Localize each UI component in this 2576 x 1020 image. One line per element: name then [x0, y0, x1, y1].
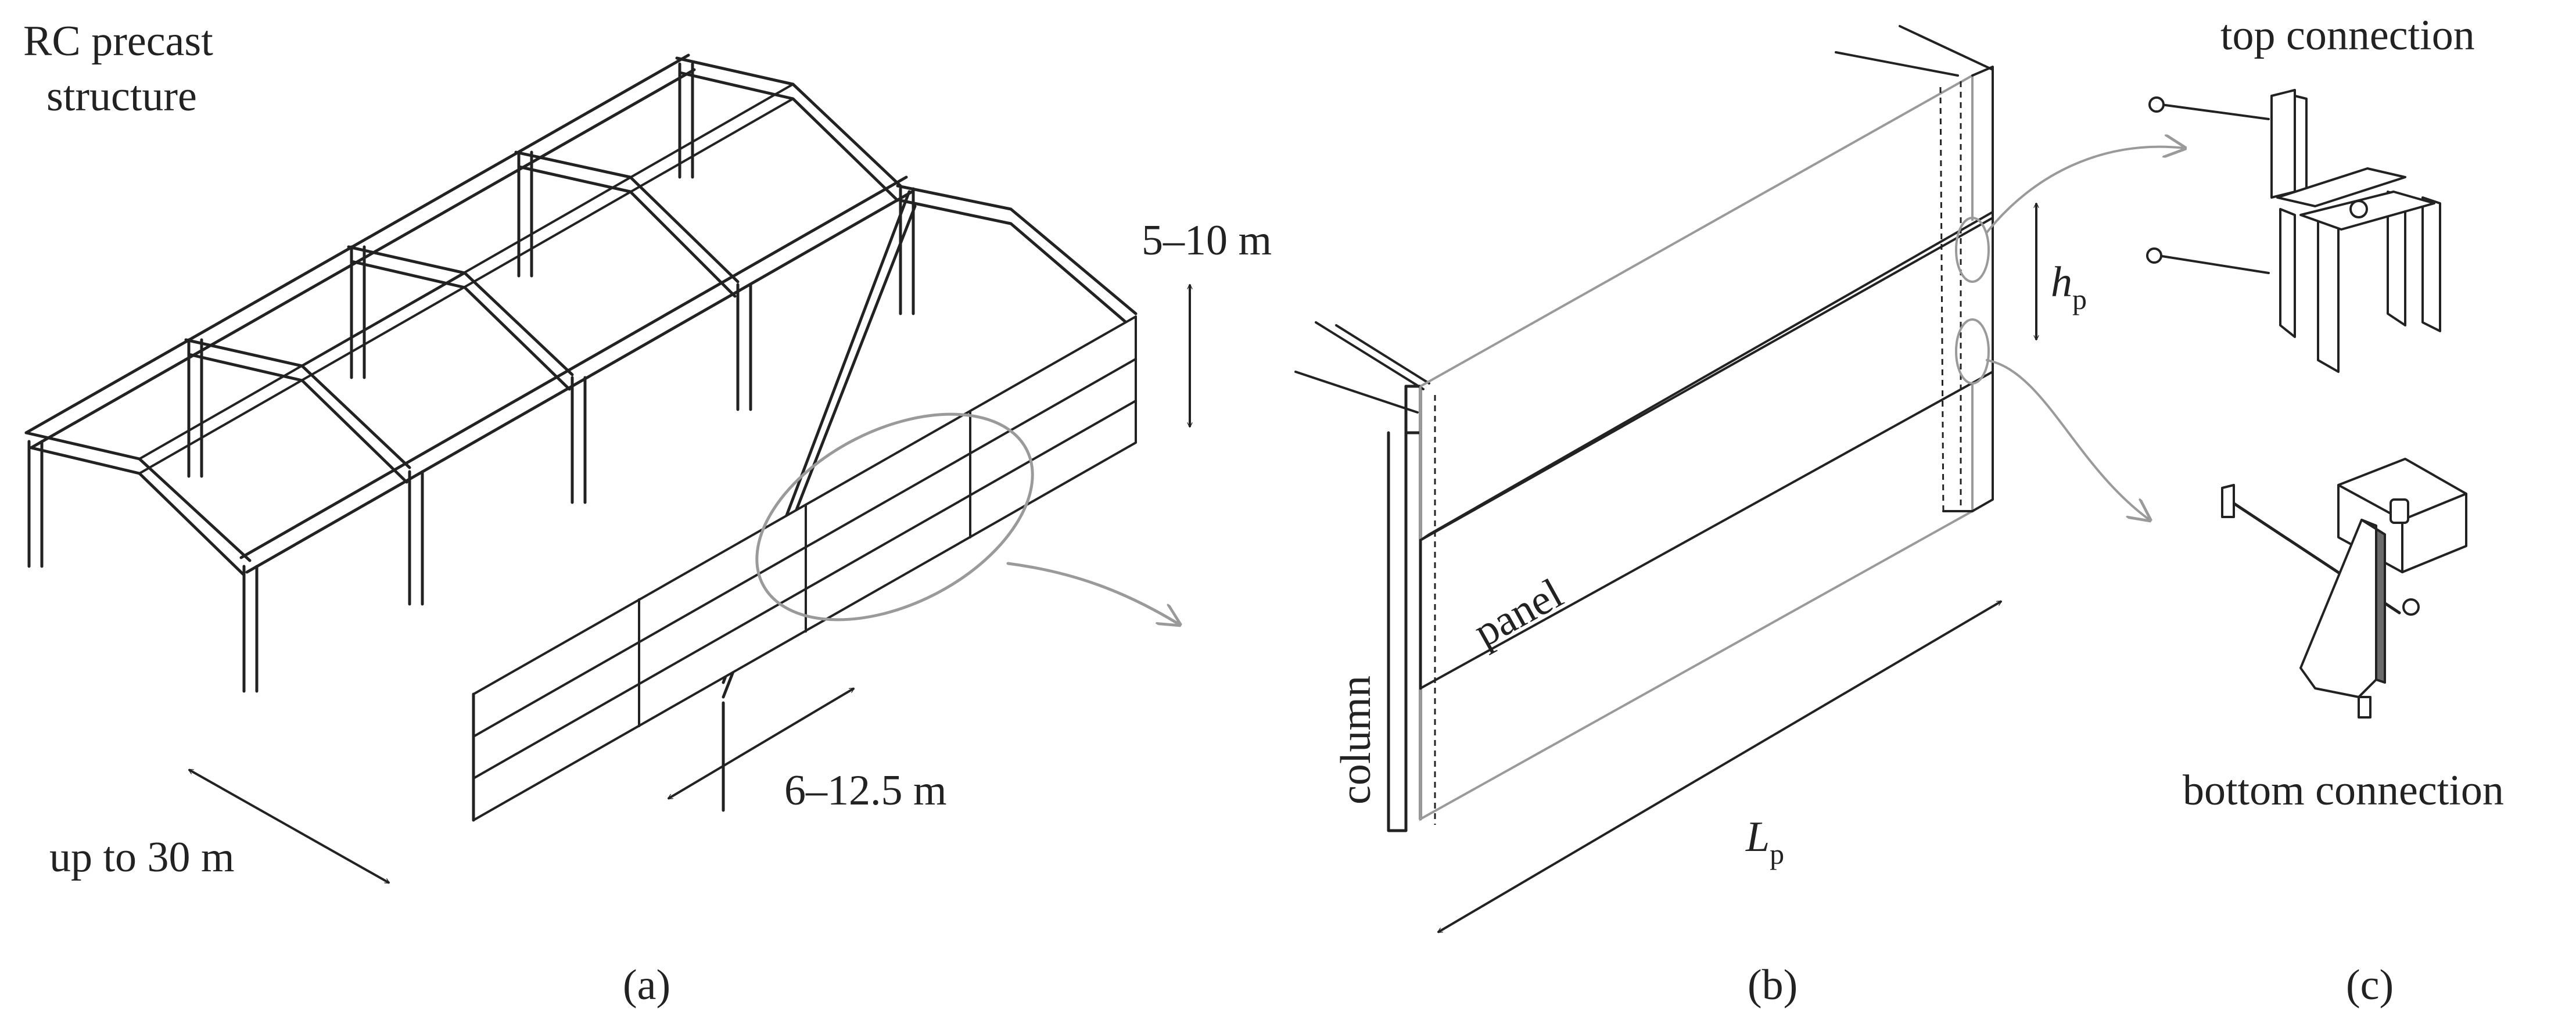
bottom-connection-device — [2221, 458, 2467, 719]
top-beams — [1294, 25, 1994, 414]
column-label: column — [1332, 676, 1380, 804]
span-label: up to 30 m — [49, 834, 235, 881]
height-subscript: p — [2072, 283, 2087, 315]
upper-panel-outline — [1419, 74, 1974, 540]
length-subscript: p — [1770, 838, 1784, 870]
caption-a: (a) — [623, 961, 670, 1009]
hidden-edges — [1434, 81, 1962, 825]
top-connection-device — [2146, 89, 2441, 373]
column-element — [1387, 385, 1422, 832]
leader-arrow-a — [1006, 562, 1179, 624]
ridge-lines — [138, 83, 794, 475]
span-dimension-arrow — [189, 768, 389, 884]
bottom-connection-label: bottom connection — [2183, 767, 2504, 814]
top-connection-marker — [1955, 217, 1990, 283]
top-connection-label: top connection — [2220, 12, 2475, 59]
height-symbol: h — [2051, 258, 2072, 306]
structure-title-line2: structure — [46, 73, 197, 120]
height-range-label: 5–10 m — [1142, 217, 1272, 264]
panel-length-label: Lp — [1745, 813, 1784, 870]
rear-column — [1942, 66, 1994, 512]
bay-dimension-arrow — [668, 687, 854, 800]
leader-arrow-top — [1986, 147, 2184, 234]
structure-title-line1: RC precast — [23, 17, 213, 65]
bay-range-label: 6–12.5 m — [784, 767, 947, 814]
bottom-connection-marker — [1955, 318, 1990, 385]
caption-b: (b) — [1748, 961, 1798, 1009]
leader-arrow-bottom — [1986, 359, 2150, 520]
caption-c: (c) — [2346, 961, 2394, 1009]
panel-b-detail: panel column Lp hp (b) — [1294, 25, 2184, 1009]
panel-a-structure: RC precast structure 5–10 m 6–12.5 m up … — [23, 17, 1272, 1009]
length-symbol: L — [1745, 813, 1770, 861]
connection-highlight-ellipse — [755, 412, 1034, 622]
panel-c-connections: top connection bottom connection (c) — [2146, 12, 2504, 1009]
cladding-wall — [472, 315, 1137, 822]
columns — [27, 62, 915, 812]
panel-length-arrow — [1438, 600, 2001, 933]
panel-height-label: hp — [2051, 258, 2087, 315]
